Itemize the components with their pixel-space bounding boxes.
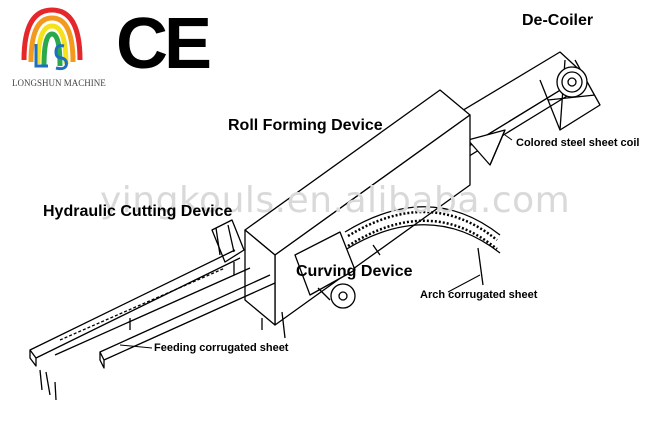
- label-feeding-corrugated-sheet: Feeding corrugated sheet: [154, 342, 289, 354]
- label-de-coiler: De-Coiler: [522, 12, 594, 29]
- curving-device: [261, 231, 356, 339]
- label-hydraulic-cutting-device: Hydraulic Cutting Device: [43, 203, 233, 220]
- coil-feed: [467, 129, 506, 166]
- leader-lines: [119, 134, 513, 349]
- label-arch-corrugated-sheet: Arch corrugated sheet: [420, 289, 538, 301]
- label-roll-forming-device: Roll Forming Device: [228, 117, 383, 134]
- support-legs: [39, 318, 131, 401]
- label-colored-steel-sheet-coil: Colored steel sheet coil: [516, 137, 640, 149]
- rainbow-arch-ls-logo-icon: [21, 7, 83, 71]
- arch-sheet: [344, 206, 501, 286]
- decoiler-stand: [539, 59, 601, 131]
- ce-mark: CE: [116, 4, 212, 84]
- brand-name: LONGSHUN MACHINE: [12, 78, 106, 88]
- hydraulic-cutter: [211, 219, 245, 275]
- feeding-sheet: [29, 249, 276, 369]
- label-curving-device: Curving Device: [296, 263, 413, 280]
- watermark: yingkouls.en.alibaba.com: [100, 180, 571, 221]
